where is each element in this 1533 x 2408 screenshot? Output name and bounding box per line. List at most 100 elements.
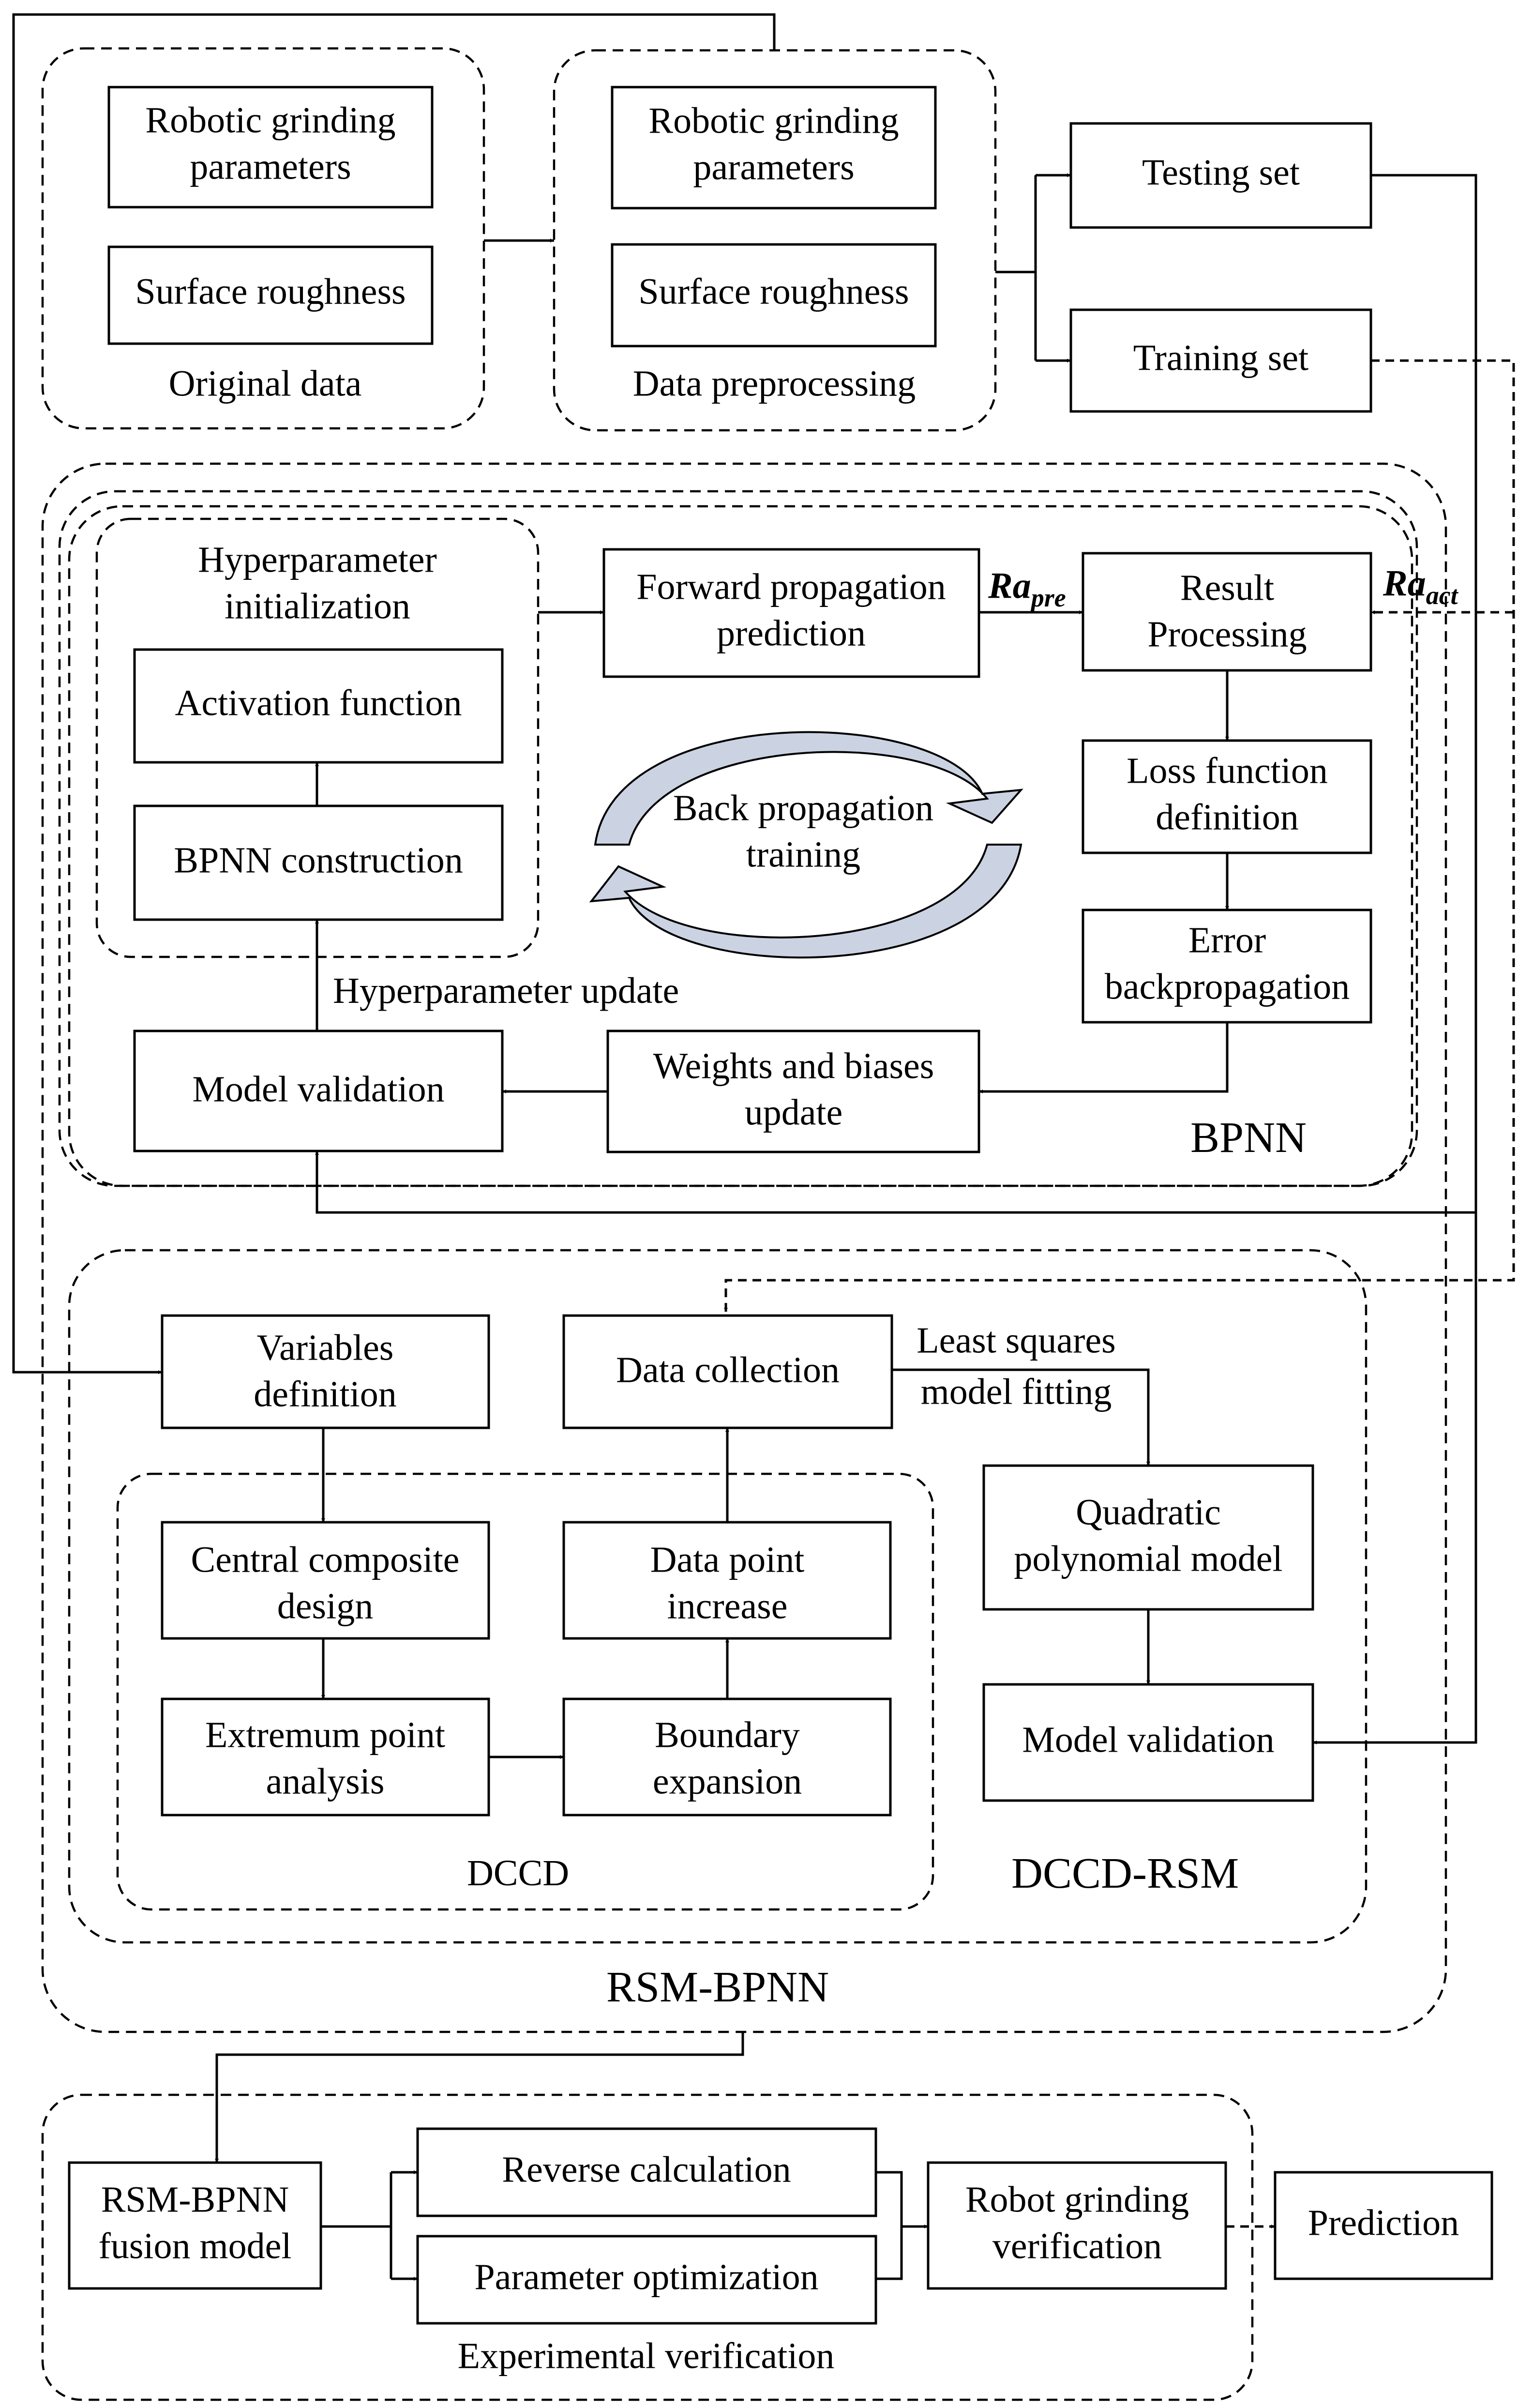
parameter-optimization-label: Parameter optimization bbox=[474, 2257, 818, 2297]
label-line: Reverse calculation bbox=[502, 2149, 791, 2190]
reverse-calculation-box bbox=[416, 2127, 877, 2217]
robot-grinding-box bbox=[927, 2161, 1227, 2290]
ra-pre-label: Rapre bbox=[988, 565, 1066, 612]
testing-set-label: Testing set bbox=[1142, 152, 1300, 193]
forward-propagation-label: Forward propagation prediction bbox=[636, 566, 946, 653]
original-surface-roughness-label: Surface roughness bbox=[135, 271, 406, 312]
robot-grinding-label: Robot grinding verification bbox=[965, 2179, 1189, 2266]
label-line: Back propagation bbox=[673, 788, 933, 828]
weights-biases-label: Weights and biases update bbox=[653, 1045, 934, 1133]
hyperparameter-update-label: Hyperparameter update bbox=[333, 970, 679, 1011]
testing-set-box bbox=[1069, 122, 1372, 229]
bpnn-title: BPNN bbox=[1190, 1114, 1307, 1162]
experimental-verification-title: Experimental verification bbox=[458, 2335, 835, 2376]
rsm-model-validation-box bbox=[982, 1683, 1314, 1802]
label-line: Robotic grinding bbox=[145, 100, 395, 140]
bpnn-model-validation-box bbox=[133, 1030, 504, 1152]
label-line: parameters bbox=[693, 147, 854, 187]
central-composite-box bbox=[161, 1521, 490, 1640]
label-line: Activation function bbox=[175, 682, 462, 723]
activation-function-label: Activation function bbox=[175, 682, 462, 723]
label-line: design bbox=[277, 1586, 373, 1626]
label-line: Quadratic bbox=[1076, 1492, 1221, 1532]
boundary-expansion-box bbox=[562, 1697, 892, 1817]
label-line: Prediction bbox=[1308, 2202, 1459, 2243]
data-collection-label: Data collection bbox=[616, 1349, 840, 1390]
label-line: Error bbox=[1188, 920, 1266, 960]
dccd-title: DCCD bbox=[467, 1853, 569, 1893]
training-set-box bbox=[1069, 308, 1372, 413]
pre-surface-roughness-label: Surface roughness bbox=[638, 271, 909, 312]
label-line: analysis bbox=[266, 1761, 385, 1802]
label-line: Parameter optimization bbox=[474, 2257, 818, 2297]
label-line: Weights and biases bbox=[653, 1045, 934, 1086]
label-line: Robot grinding bbox=[965, 2179, 1189, 2220]
label-line: initialization bbox=[225, 586, 410, 626]
label-line: Original data bbox=[169, 363, 362, 404]
bpnn-group bbox=[68, 505, 1413, 1187]
bpnn-inner-group bbox=[58, 490, 1418, 1187]
quadratic-model-label: Quadratic polynomial model bbox=[1014, 1492, 1282, 1579]
original-data-group bbox=[41, 47, 485, 430]
reverse-calculation-label: Reverse calculation bbox=[502, 2149, 791, 2190]
fusion-model-box bbox=[68, 2161, 322, 2290]
label-line: Boundary bbox=[655, 1714, 800, 1755]
rsm-bpnn-group bbox=[41, 462, 1447, 2033]
bpnn-construction-label: BPNN construction bbox=[174, 840, 463, 880]
label-line: Result bbox=[1180, 567, 1274, 608]
back-propagation-upper-arc-icon bbox=[594, 731, 1023, 846]
label-line: Forward propagation bbox=[636, 566, 946, 607]
label-line: model fitting bbox=[921, 1371, 1112, 1412]
back-propagation-label: Back propagation training bbox=[673, 788, 933, 875]
result-processing-box bbox=[1082, 552, 1372, 672]
label-line: Extremum point bbox=[205, 1714, 445, 1755]
bpnn-construction-box bbox=[133, 804, 504, 921]
training-set-label: Training set bbox=[1133, 337, 1308, 378]
label-line: Training set bbox=[1133, 337, 1308, 378]
label-line: Data preprocessing bbox=[633, 363, 916, 404]
variables-definition-box bbox=[161, 1314, 490, 1429]
label-line: Experimental verification bbox=[458, 2335, 835, 2376]
label-line: prediction bbox=[717, 613, 866, 653]
pre-robotic-params-box bbox=[611, 86, 937, 210]
label-line: Data point bbox=[650, 1539, 805, 1580]
rsm-model-validation-label: Model validation bbox=[1022, 1719, 1274, 1760]
error-backprop-box bbox=[1082, 909, 1372, 1024]
label-line: Processing bbox=[1147, 614, 1307, 654]
back-propagation-cycle bbox=[589, 731, 1023, 959]
label-line: update bbox=[745, 1092, 843, 1133]
bpnn-model-validation-label: Model validation bbox=[192, 1069, 444, 1109]
original-robotic-params-box bbox=[107, 86, 434, 209]
parameter-optimization-box bbox=[416, 2235, 877, 2325]
data-preprocessing-title: Data preprocessing bbox=[633, 363, 916, 404]
pre-surface-roughness-box bbox=[611, 243, 937, 348]
label-line: verification bbox=[992, 2226, 1162, 2266]
label-line: polynomial model bbox=[1014, 1538, 1282, 1579]
extremum-point-label: Extremum point analysis bbox=[205, 1714, 445, 1802]
quadratic-model-box bbox=[982, 1464, 1314, 1611]
data-point-increase-box bbox=[562, 1521, 892, 1640]
label-line: training bbox=[746, 834, 860, 875]
label-line: Hyperparameter bbox=[198, 539, 437, 580]
rsm-bpnn-title: RSM-BPNN bbox=[606, 1963, 829, 2011]
label-line: Least squares bbox=[917, 1320, 1116, 1361]
label-line: BPNN construction bbox=[174, 840, 463, 880]
data-collection-box bbox=[562, 1314, 893, 1429]
loss-function-box bbox=[1082, 739, 1372, 854]
original-surface-roughness-box bbox=[107, 245, 434, 345]
original-data-title: Original data bbox=[169, 363, 362, 404]
label-line: Surface roughness bbox=[638, 271, 909, 312]
prediction-box bbox=[1274, 2171, 1493, 2280]
label-line: fusion model bbox=[99, 2226, 292, 2266]
experimental-verification-group bbox=[41, 2093, 1254, 2401]
